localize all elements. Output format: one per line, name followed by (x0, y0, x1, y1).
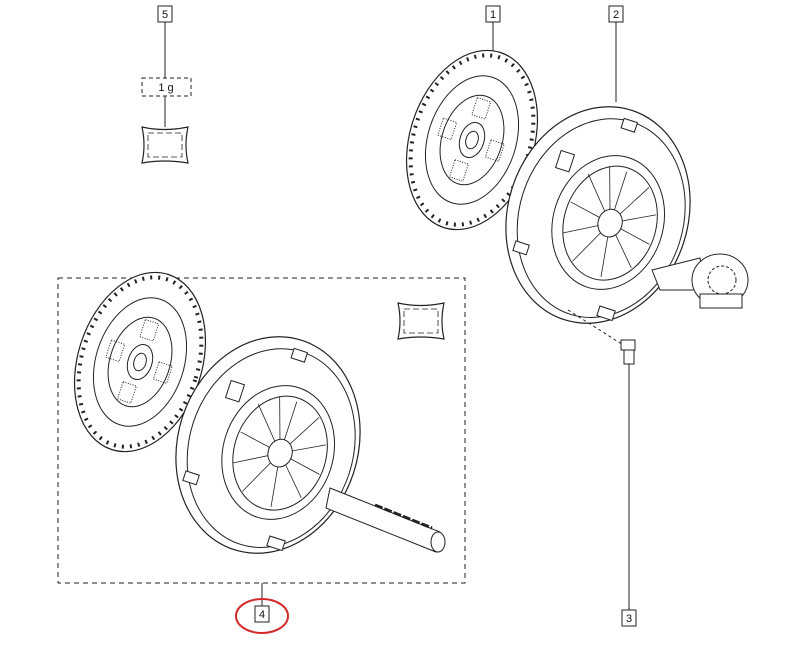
alignment-tool-shaft[interactable] (325, 487, 446, 553)
callout-1[interactable]: 1 (485, 5, 501, 23)
quantity-box: 1 g (141, 77, 192, 97)
kit-grease-sachet[interactable] (397, 302, 445, 340)
highlight-circle (235, 598, 289, 634)
callout-4-label: 4 (259, 609, 265, 621)
release-bearing[interactable] (651, 253, 749, 309)
callout-1-label: 1 (490, 9, 496, 21)
callout-3-label: 3 (626, 613, 632, 625)
callout-2-label: 2 (613, 9, 619, 21)
callout-5-label: 5 (162, 9, 168, 21)
callout-5[interactable]: 5 (157, 5, 173, 23)
bolt[interactable] (620, 339, 636, 365)
callout-3[interactable]: 3 (621, 609, 637, 627)
quantity-label: 1 g (158, 82, 173, 94)
callout-2[interactable]: 2 (608, 5, 624, 23)
callout-4[interactable]: 4 (254, 605, 270, 623)
grease-sachet[interactable] (141, 126, 189, 164)
clutch-kit-box (57, 277, 466, 584)
